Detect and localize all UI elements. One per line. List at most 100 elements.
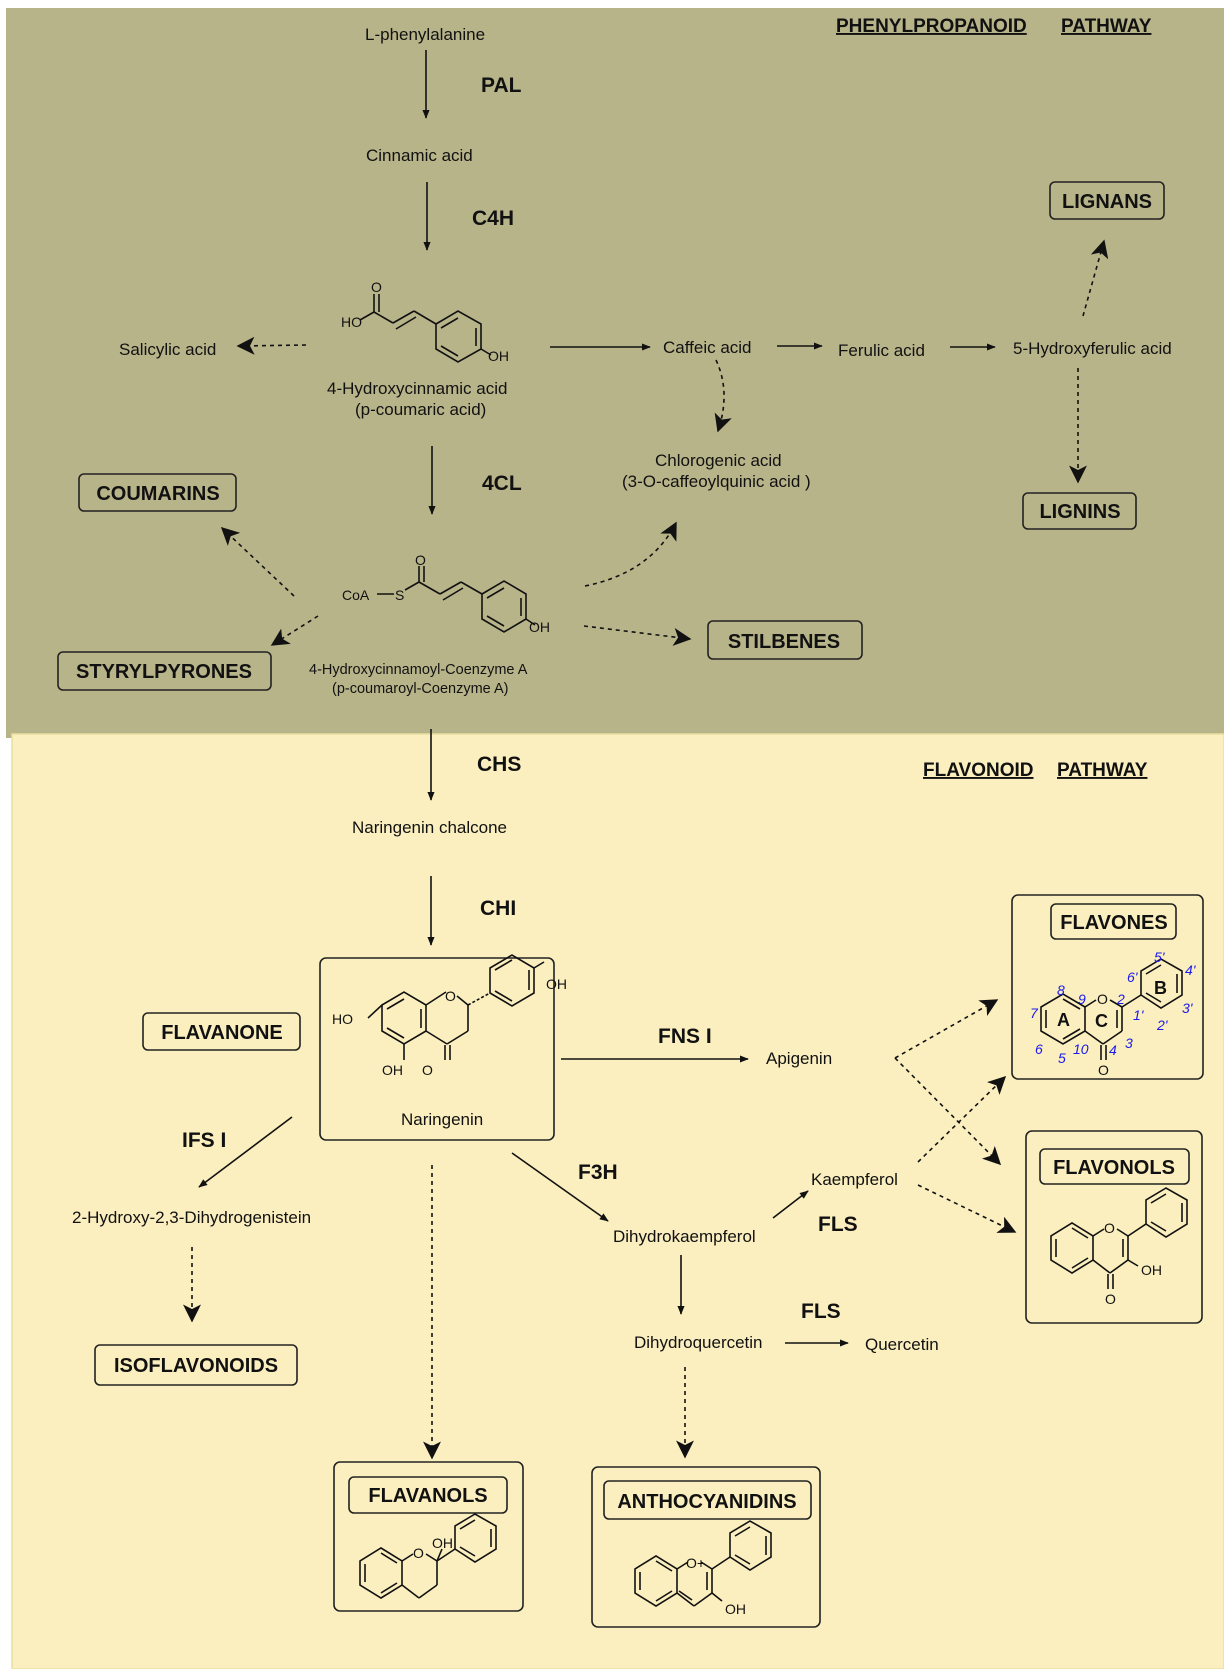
cinnamic-acid-label: Cinnamic acid: [366, 146, 473, 165]
hydroxycinnamic-acid-label: 4-Hydroxycinnamic acid: [327, 379, 507, 398]
flavanols-title-box: [348, 1476, 508, 1514]
phenylpropanoid-title-word1: PHENYLPROPANOID: [836, 16, 1027, 37]
p-coumaroyl-coa-structure: CoA S O OH: [342, 552, 550, 635]
flavanone-box: [142, 1012, 301, 1051]
position-5: 5: [1058, 1050, 1066, 1066]
coa-s-atom: S: [395, 587, 404, 603]
enzyme-f3h: F3H: [578, 1161, 618, 1184]
position-10: 10: [1073, 1041, 1089, 1057]
position-8: 8: [1057, 982, 1065, 998]
stilbenes-box: [707, 620, 863, 660]
lignins-label: LIGNINS: [1039, 501, 1120, 523]
arrow-to-lignans: [1082, 239, 1109, 317]
lignans-label: LIGNANS: [1062, 191, 1152, 213]
naringenin-oh-top-atom: OH: [546, 976, 567, 992]
kaempferol-label: Kaempferol: [811, 1170, 898, 1189]
position-7: 7: [1030, 1005, 1039, 1021]
enzyme-c4h: C4H: [472, 207, 514, 230]
flavanols-label: FLAVANOLS: [368, 1485, 487, 1507]
p-coumaroyl-coa-label: (p-coumaroyl-Coenzyme A): [332, 681, 508, 697]
ferulic-acid-label: Ferulic acid: [838, 341, 925, 360]
flavonols-title-box: [1039, 1148, 1190, 1185]
position-2: 2: [1116, 991, 1125, 1007]
quercetin-label: Quercetin: [865, 1335, 939, 1354]
dihydrokaempferol-label: Dihydrokaempferol: [613, 1227, 756, 1246]
enzyme-fls-2: FLS: [801, 1300, 841, 1323]
flavones-title-box: [1050, 903, 1177, 940]
p-coumaric-ho-atom: HO: [341, 314, 362, 330]
caffeoylquinic-acid-label: (3-O-caffeoylquinic acid ): [622, 472, 811, 491]
flavanols-box: [333, 1461, 524, 1612]
flavones-box: [1011, 894, 1204, 1080]
l-phenylalanine-label: L-phenylalanine: [365, 25, 485, 44]
naringenin-box: [319, 957, 555, 1141]
p-coumaric-acid-structure: O HO OH: [341, 279, 509, 364]
position-3-prime: 3': [1182, 1000, 1194, 1016]
naringenin-keto-o-atom: O: [422, 1062, 433, 1078]
arrow-apigenin-to-flavonols: [894, 1057, 1002, 1166]
naringenin-ho-atom: HO: [332, 1011, 353, 1027]
flavonoid-title-word2: PATHWAY: [1057, 760, 1148, 781]
phenylpropanoid-title-word2: PATHWAY: [1061, 16, 1152, 37]
naringenin-chalcone-label: Naringenin chalcone: [352, 818, 507, 837]
naringenin-structure: O HO OH OH O: [332, 954, 567, 1078]
phenylpropanoid-region: [6, 8, 1224, 738]
apigenin-label: Apigenin: [766, 1049, 832, 1068]
enzyme-fns: FNS I: [658, 1025, 712, 1048]
enzyme-ifs: IFS I: [182, 1129, 226, 1152]
flavonoid-region: [11, 733, 1224, 1670]
flavonol-oh-atom: OH: [1141, 1262, 1162, 1278]
arrow-to-coumarins: [220, 526, 295, 597]
flavonols-label: FLAVONOLS: [1053, 1157, 1175, 1179]
hydroxyferulic-acid-label: 5-Hydroxyferulic acid: [1013, 339, 1172, 358]
arrow-caffeic-to-chlorogenic: [714, 359, 732, 433]
dihydroquercetin-label: Dihydroquercetin: [634, 1333, 763, 1352]
enzyme-4cl: 4CL: [482, 472, 522, 495]
flavones-label: FLAVONES: [1060, 912, 1167, 934]
position-4-prime: 4': [1185, 962, 1197, 978]
anthocyanidin-skeleton: O+ OH: [634, 1520, 772, 1617]
isoflavonoids-label: ISOFLAVONOIDS: [114, 1355, 278, 1377]
coa-group: CoA: [342, 587, 370, 603]
position-1-prime: 1': [1133, 1007, 1145, 1023]
flavonol-keto-o-atom: O: [1105, 1291, 1116, 1307]
arrow-to-stilbenes: [583, 625, 692, 646]
enzyme-pal: PAL: [481, 74, 522, 97]
flavonol-ring-o-atom: O: [1104, 1220, 1115, 1236]
ring-b-label: B: [1154, 978, 1167, 998]
flavonols-box: [1025, 1130, 1203, 1324]
flavanone-label: FLAVANONE: [161, 1022, 282, 1044]
anthocyanidins-box: [591, 1466, 821, 1628]
flavone-ring-o-atom: O: [1097, 991, 1108, 1007]
chlorogenic-acid-label: Chlorogenic acid: [655, 451, 782, 470]
position-2-prime: 2': [1156, 1017, 1169, 1033]
ring-c-label: C: [1095, 1011, 1108, 1031]
flavanol-oh-atom: OH: [432, 1535, 453, 1551]
position-6: 6: [1035, 1041, 1043, 1057]
styrylpyrones-label: STYRYLPYRONES: [76, 661, 252, 683]
caffeic-acid-label: Caffeic acid: [663, 338, 752, 357]
enzyme-chi: CHI: [480, 897, 516, 920]
arrow-fls-kaempferol: [772, 1190, 809, 1219]
enzyme-chs: CHS: [477, 753, 521, 776]
flavone-skeleton: O O A C B 8 9 7 6 5 10 4 3 2 1' 2' 3' 4'…: [1030, 949, 1197, 1078]
arrow-apigenin-to-flavones: [894, 999, 999, 1059]
isoflavonoids-box: [94, 1344, 298, 1386]
anthocyanidins-title-box: [603, 1480, 812, 1520]
arrow-f3h: [511, 1152, 609, 1222]
arrow-ifs: [198, 1116, 293, 1188]
salicylic-acid-label: Salicylic acid: [119, 340, 216, 359]
naringenin-oh-bottom-atom: OH: [382, 1062, 403, 1078]
p-coumaric-o-atom: O: [371, 279, 382, 295]
enzyme-fls-1: FLS: [818, 1213, 858, 1236]
arrow-to-chlorogenic-from-coa: [584, 521, 677, 587]
coumarins-label: COUMARINS: [96, 483, 219, 505]
position-3: 3: [1125, 1035, 1133, 1051]
coa-oh-atom: OH: [529, 619, 550, 635]
p-coumaric-acid-label: (p-coumaric acid): [355, 400, 486, 419]
flavonoid-title-word1: FLAVONOID: [923, 760, 1033, 781]
flavanol-ring-o-atom: O: [413, 1545, 424, 1561]
arrow-kaempferol-to-flavonols: [917, 1184, 1017, 1233]
position-6-prime: 6': [1127, 969, 1139, 985]
